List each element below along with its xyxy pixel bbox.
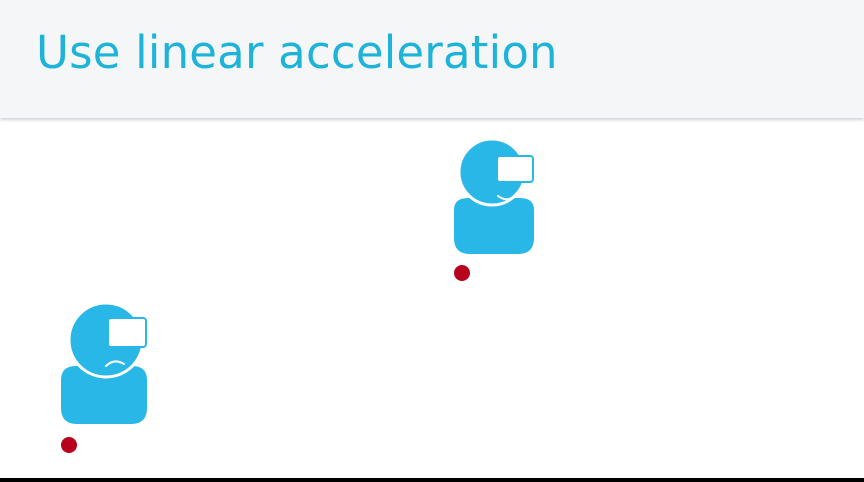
position-marker-lower [61,437,77,453]
vr-headset-lower-icon [107,317,147,348]
vr-user-upper-body [454,198,534,254]
vr-user-lower-mouth [105,360,125,367]
vr-user-upper-mouth [497,195,515,201]
position-marker-upper [454,265,470,281]
slide-title: Use linear acceleration [36,26,558,79]
vr-user-upper-icon [454,137,534,254]
vr-user-lower-body [61,366,147,424]
title-bar: Use linear acceleration [0,0,864,118]
vr-user-lower-icon [61,301,147,424]
vr-headset-upper-icon [496,155,534,183]
